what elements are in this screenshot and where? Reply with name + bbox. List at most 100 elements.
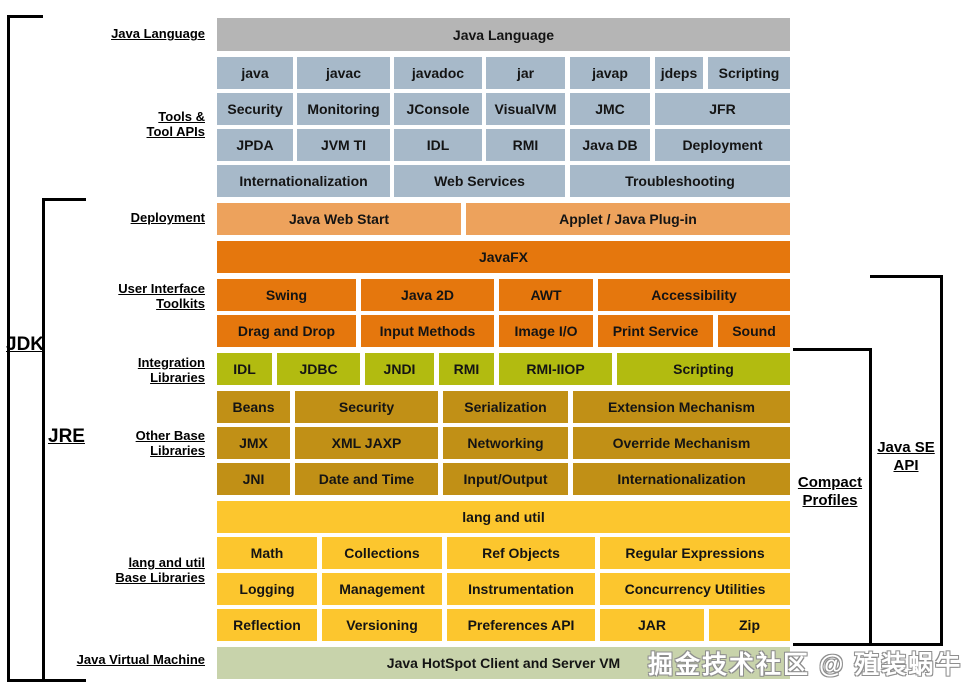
java-se-api-label: Java SE API bbox=[871, 439, 941, 475]
box-jar: jar bbox=[486, 57, 565, 89]
box-monitoring: Monitoring bbox=[297, 93, 390, 125]
box-java-web-start: Java Web Start bbox=[217, 203, 461, 235]
section-label-line: Deployment bbox=[130, 210, 205, 225]
jre-bracket-top-line bbox=[42, 198, 86, 201]
jre-label-text: JRE bbox=[48, 426, 85, 447]
box-java: java bbox=[217, 57, 293, 89]
jre-label: JRE bbox=[48, 426, 85, 448]
box-beans: Beans bbox=[217, 391, 290, 423]
java-se-api-label-line1: Java SE bbox=[877, 439, 935, 456]
box-rmi: RMI bbox=[486, 129, 565, 161]
box-math: Math bbox=[217, 537, 317, 569]
box-swing: Swing bbox=[217, 279, 356, 311]
jre-bracket-vertical-line bbox=[42, 198, 45, 682]
box-applet-java-plug-in: Applet / Java Plug-in bbox=[466, 203, 790, 235]
box-ref-objects: Ref Objects bbox=[447, 537, 595, 569]
box-regular-expressions: Regular Expressions bbox=[600, 537, 790, 569]
box-jmc: JMC bbox=[570, 93, 650, 125]
box-zip: Zip bbox=[709, 609, 790, 641]
box-javac: javac bbox=[297, 57, 390, 89]
watermark-text: 掘金技术社区 @ 殖装蜗牛 bbox=[648, 651, 963, 679]
box-jmx: JMX bbox=[217, 427, 290, 459]
box-javadoc: javadoc bbox=[394, 57, 482, 89]
box-java-language: Java Language bbox=[217, 18, 790, 51]
box-jni: JNI bbox=[217, 463, 290, 495]
box-sound: Sound bbox=[718, 315, 790, 347]
box-idl: IDL bbox=[217, 353, 272, 385]
section-label-deployment: Deployment bbox=[131, 210, 205, 225]
java-se-api-bracket-top-line bbox=[870, 275, 943, 278]
box-accessibility: Accessibility bbox=[598, 279, 790, 311]
section-label-line: Tool APIs bbox=[146, 124, 206, 139]
section-label-line: lang and util bbox=[128, 555, 205, 570]
box-jfr: JFR bbox=[655, 93, 790, 125]
box-lang-and-util: lang and util bbox=[217, 501, 790, 533]
jdk-label: JDK bbox=[6, 334, 44, 356]
section-label-line: User Interface bbox=[118, 281, 205, 296]
section-label-line: Libraries bbox=[150, 443, 205, 458]
box-concurrency-utilities: Concurrency Utilities bbox=[600, 573, 790, 605]
box-jpda: JPDA bbox=[217, 129, 293, 161]
java-se-api-bracket-vertical-line bbox=[940, 275, 943, 646]
box-idl: IDL bbox=[394, 129, 482, 161]
compact-profiles-label: Compact Profiles bbox=[791, 474, 869, 510]
box-jar: JAR bbox=[600, 609, 704, 641]
box-xml-jaxp: XML JAXP bbox=[295, 427, 438, 459]
box-print-service: Print Service bbox=[598, 315, 713, 347]
jdk-label-text: JDK bbox=[6, 334, 45, 355]
box-javap: javap bbox=[570, 57, 650, 89]
box-image-i-o: Image I/O bbox=[499, 315, 593, 347]
box-instrumentation: Instrumentation bbox=[447, 573, 595, 605]
box-scripting: Scripting bbox=[617, 353, 790, 385]
box-input-methods: Input Methods bbox=[361, 315, 494, 347]
box-override-mechanism: Override Mechanism bbox=[573, 427, 790, 459]
box-networking: Networking bbox=[443, 427, 568, 459]
jdk-bracket-top-line bbox=[7, 15, 43, 18]
box-date-and-time: Date and Time bbox=[295, 463, 438, 495]
section-label-line: Java Virtual Machine bbox=[76, 652, 205, 667]
section-label-java-language: Java Language bbox=[111, 26, 205, 41]
box-serialization: Serialization bbox=[443, 391, 568, 423]
box-jndi: JNDI bbox=[365, 353, 434, 385]
box-java-hotspot-client-and-server-vm: Java HotSpot Client and Server VM bbox=[217, 647, 790, 679]
section-label-line: Toolkits bbox=[156, 296, 205, 311]
box-javafx: JavaFX bbox=[217, 241, 790, 273]
compact-profiles-bracket-top-line bbox=[793, 348, 872, 351]
section-label-line: Other Base bbox=[135, 428, 205, 443]
box-logging: Logging bbox=[217, 573, 317, 605]
jdk-bracket-vertical-line bbox=[7, 15, 10, 682]
box-rmi: RMI bbox=[439, 353, 494, 385]
box-versioning: Versioning bbox=[322, 609, 442, 641]
box-awt: AWT bbox=[499, 279, 593, 311]
box-internationalization: Internationalization bbox=[217, 165, 390, 197]
compact-profiles-bracket-vertical-line bbox=[869, 348, 872, 646]
box-collections: Collections bbox=[322, 537, 442, 569]
box-reflection: Reflection bbox=[217, 609, 317, 641]
java-se-api-label-line2: API bbox=[893, 457, 919, 474]
box-management: Management bbox=[322, 573, 442, 605]
section-label-line: Java Language bbox=[111, 26, 205, 41]
box-scripting: Scripting bbox=[708, 57, 790, 89]
box-visualvm: VisualVM bbox=[486, 93, 565, 125]
box-deployment: Deployment bbox=[655, 129, 790, 161]
box-internationalization: Internationalization bbox=[573, 463, 790, 495]
box-input-output: Input/Output bbox=[443, 463, 568, 495]
section-label-java-virtual-machine: Java Virtual Machine bbox=[77, 652, 205, 667]
box-preferences-api: Preferences API bbox=[447, 609, 595, 641]
box-extension-mechanism: Extension Mechanism bbox=[573, 391, 790, 423]
compact-profiles-label-line1: Compact bbox=[797, 474, 863, 491]
section-label-line: Integration bbox=[137, 355, 205, 370]
box-drag-and-drop: Drag and Drop bbox=[217, 315, 356, 347]
section-label-line: Libraries bbox=[150, 370, 205, 385]
jdk-jre-bracket-bottom-line bbox=[7, 679, 86, 682]
box-jconsole: JConsole bbox=[394, 93, 482, 125]
right-brackets-bottom-line bbox=[793, 643, 943, 646]
box-java-db: Java DB bbox=[570, 129, 650, 161]
box-rmi-iiop: RMI-IIOP bbox=[499, 353, 612, 385]
box-java-2d: Java 2D bbox=[361, 279, 494, 311]
